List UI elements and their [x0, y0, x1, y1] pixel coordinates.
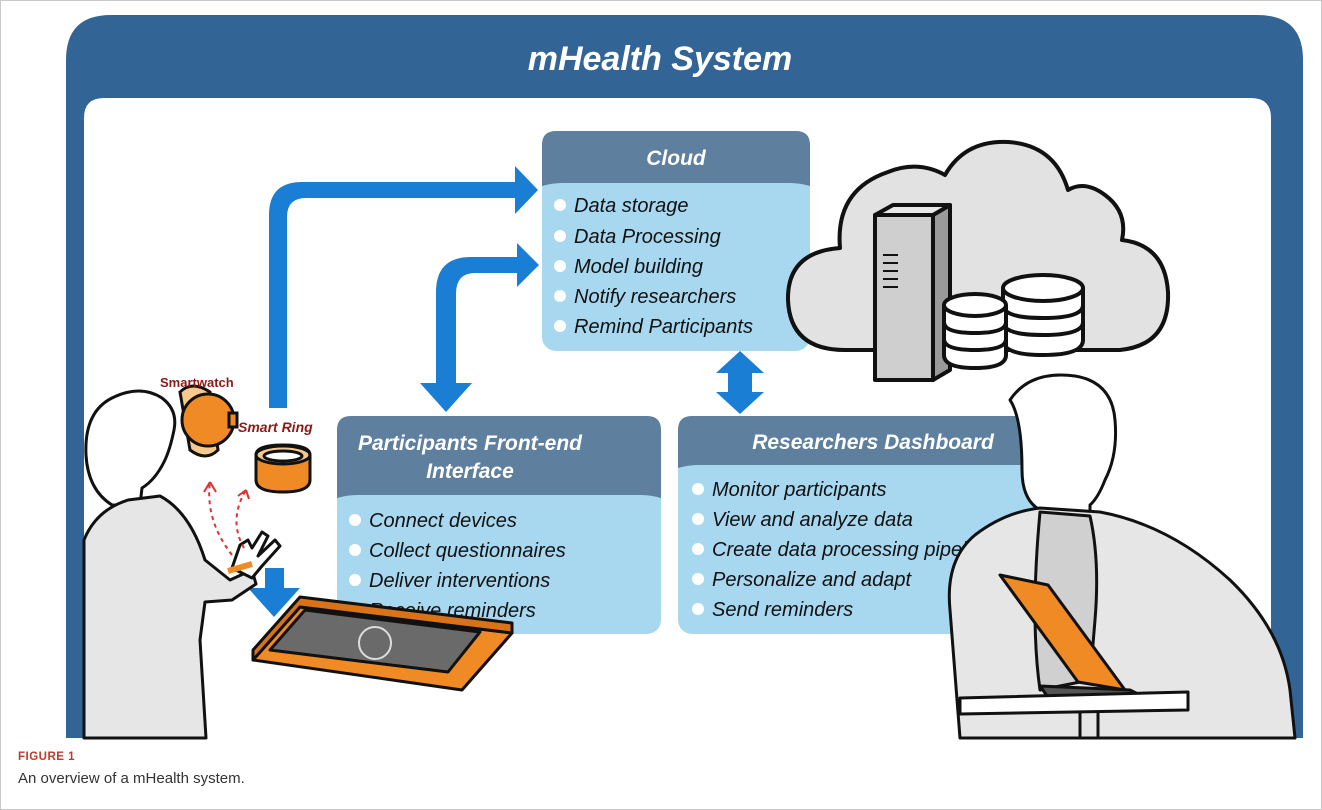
researchers-item: Personalize and adapt — [712, 569, 912, 591]
researcher-figure — [947, 373, 1297, 740]
database-icon-small — [942, 292, 1008, 370]
participant-body — [82, 494, 258, 740]
arrow-cloud-participants — [420, 243, 539, 412]
smartwatch-icon — [178, 384, 239, 458]
participants-box-title: Participants Front-end — [358, 432, 583, 455]
researchers-item: View and analyze data — [712, 509, 913, 531]
figure-label: FIGURE 1 — [18, 751, 76, 763]
participants-item: Connect devices — [369, 510, 517, 532]
database-icon — [1001, 273, 1085, 357]
researchers-box-title: Researchers Dashboard — [752, 431, 995, 454]
cloud-item: Remind Participants — [574, 316, 753, 338]
cloud-box-title: Cloud — [646, 147, 707, 170]
arrow-phone-to-cloud — [269, 166, 538, 408]
participant-figure — [82, 389, 282, 740]
desk — [958, 690, 1190, 716]
system-title: mHealth System — [528, 40, 793, 78]
smartphone-icon — [251, 595, 514, 692]
cloud-item: Notify researchers — [574, 286, 736, 308]
cloud-item: Data Processing — [574, 226, 721, 248]
smart-ring-label: Smart Ring — [238, 419, 313, 435]
cloud-item: Model building — [574, 256, 703, 278]
cloud-box: Cloud Data storage Data Processing Model… — [542, 131, 810, 351]
participants-item: Collect questionnaires — [369, 540, 566, 562]
smartwatch-label: Smartwatch — [160, 375, 234, 390]
cloud-server-illustration — [785, 139, 1171, 382]
researcher-head — [1008, 373, 1117, 522]
participants-box: Participants Front-end Interface Connect… — [337, 416, 661, 634]
system-frame — [66, 15, 1303, 738]
participant-head — [84, 389, 177, 507]
researchers-item: Create data processing pipelines — [712, 539, 1003, 561]
arrow-hand-to-phone — [248, 568, 300, 617]
arrow-cloud-researchers — [716, 351, 764, 414]
server-tower — [873, 213, 935, 382]
figure-caption: An overview of a mHealth system. — [18, 770, 245, 787]
participants-box-title-line2: Interface — [426, 460, 514, 483]
smart-ring-icon — [254, 443, 312, 494]
participants-item: Deliver interventions — [369, 570, 550, 592]
cloud-item: Data storage — [574, 195, 689, 217]
arrows — [248, 166, 764, 617]
researchers-item: Send reminders — [712, 599, 853, 621]
researchers-item: Monitor participants — [712, 479, 887, 501]
hand-to-ring-dotted — [235, 489, 247, 549]
hand-to-watch-dotted — [208, 481, 233, 556]
